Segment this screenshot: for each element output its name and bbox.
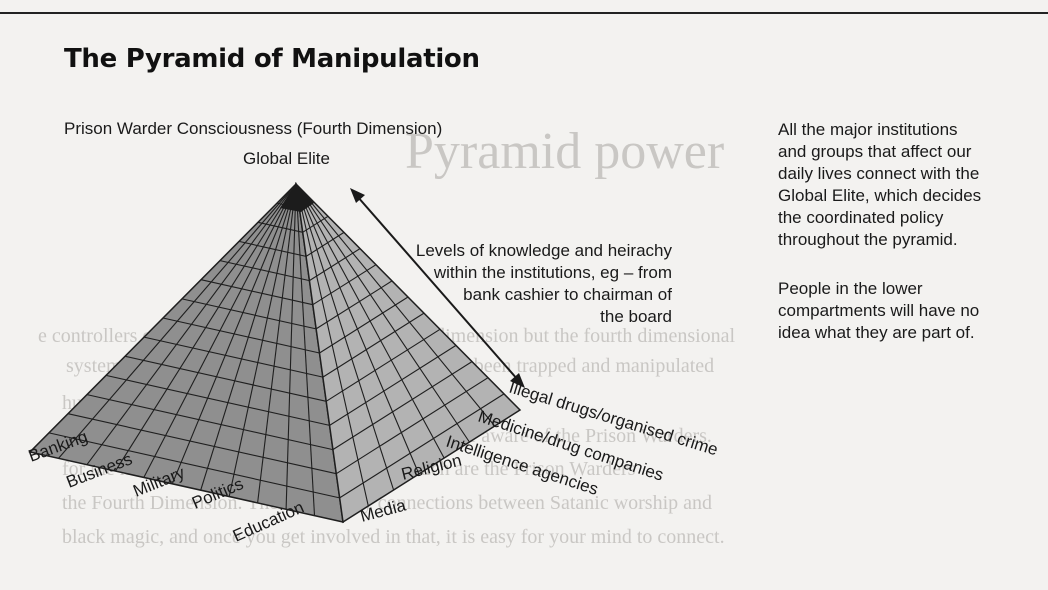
grid-column-line bbox=[58, 184, 297, 459]
grid-column-line bbox=[296, 184, 420, 475]
grid-tier-line bbox=[332, 361, 473, 451]
grid-tier-line bbox=[143, 336, 324, 378]
info-line: and groups that affect our bbox=[778, 142, 972, 161]
grid-tier-line bbox=[322, 312, 425, 378]
grid-tier-line bbox=[162, 317, 320, 354]
info-paragraph-1: All the major institutions and groups th… bbox=[778, 119, 981, 251]
grid-column-line bbox=[171, 184, 297, 485]
info-line: Global Elite, which decides bbox=[778, 186, 982, 205]
grid-column-line bbox=[228, 184, 297, 497]
grid-tier-line bbox=[181, 298, 317, 330]
grid-tier-line bbox=[302, 215, 329, 233]
grid-column-line bbox=[296, 184, 496, 427]
grid-tier-line bbox=[339, 393, 505, 499]
grid-tier-line bbox=[200, 279, 313, 306]
grid-column-line bbox=[295, 184, 316, 516]
grid-tier-line bbox=[315, 280, 393, 330]
grid-tier-line bbox=[329, 344, 457, 426]
info-line: All the major institutions bbox=[778, 120, 958, 139]
apex-caption: Prison Warder Consciousness (Fourth Dime… bbox=[64, 119, 443, 138]
info-paragraph-2: People in the lower compartments will ha… bbox=[778, 278, 979, 344]
grid-column-line bbox=[257, 184, 297, 503]
hierarchy-arrow bbox=[350, 188, 525, 388]
info-line: idea what they are part of. bbox=[778, 323, 975, 342]
grid-column-line bbox=[200, 184, 297, 491]
grid-column-line bbox=[296, 184, 369, 507]
diagram-title: The Pyramid of Manipulation bbox=[64, 44, 480, 74]
pyramid-grid bbox=[48, 184, 505, 516]
grid-tier-line bbox=[325, 328, 441, 402]
grid-tier-line bbox=[124, 355, 327, 402]
knowledge-note-line: the board bbox=[600, 307, 672, 326]
grid-tier-line bbox=[336, 377, 489, 475]
grid-column-line bbox=[143, 184, 297, 478]
grid-tier-line bbox=[319, 296, 409, 354]
grid-column-line bbox=[296, 184, 445, 459]
grid-tier-line bbox=[86, 394, 334, 451]
info-line: People in the lower bbox=[778, 279, 923, 298]
apex-label: Global Elite bbox=[243, 149, 330, 168]
grid-tier-line bbox=[219, 260, 310, 282]
info-line: compartments will have no bbox=[778, 301, 980, 320]
grid-tier-line bbox=[67, 413, 337, 475]
grid-tier-line bbox=[105, 374, 330, 426]
knowledge-note: Levels of knowledge and heirachy within … bbox=[372, 240, 672, 328]
info-line: daily lives connect with the bbox=[778, 164, 980, 183]
knowledge-note-line: bank cashier to chairman of bbox=[463, 285, 672, 304]
info-line: throughout the pyramid. bbox=[778, 230, 958, 249]
grid-tier-line bbox=[309, 248, 361, 282]
pyramid-apex-cap bbox=[280, 184, 314, 212]
top-rule bbox=[0, 12, 1048, 14]
grid-column-line bbox=[296, 184, 395, 491]
label-illegal-drugs-organised-crime: Illegal drugs/organised crime bbox=[507, 378, 720, 460]
grid-tier-line bbox=[238, 240, 307, 257]
grid-column-line bbox=[296, 184, 470, 443]
grid-tier-line bbox=[257, 221, 303, 233]
knowledge-note-line: Levels of knowledge and heirachy bbox=[415, 241, 672, 260]
grid-column-line bbox=[86, 184, 297, 466]
grid-tier-line bbox=[48, 432, 340, 499]
grid-column-line bbox=[285, 184, 297, 510]
grid-tier-line bbox=[305, 231, 345, 257]
grid-column-line bbox=[114, 184, 297, 472]
info-line: the coordinated policy bbox=[778, 208, 944, 227]
knowledge-note-line: within the institutions, eg – from bbox=[433, 263, 672, 282]
grid-tier-line bbox=[312, 264, 377, 306]
